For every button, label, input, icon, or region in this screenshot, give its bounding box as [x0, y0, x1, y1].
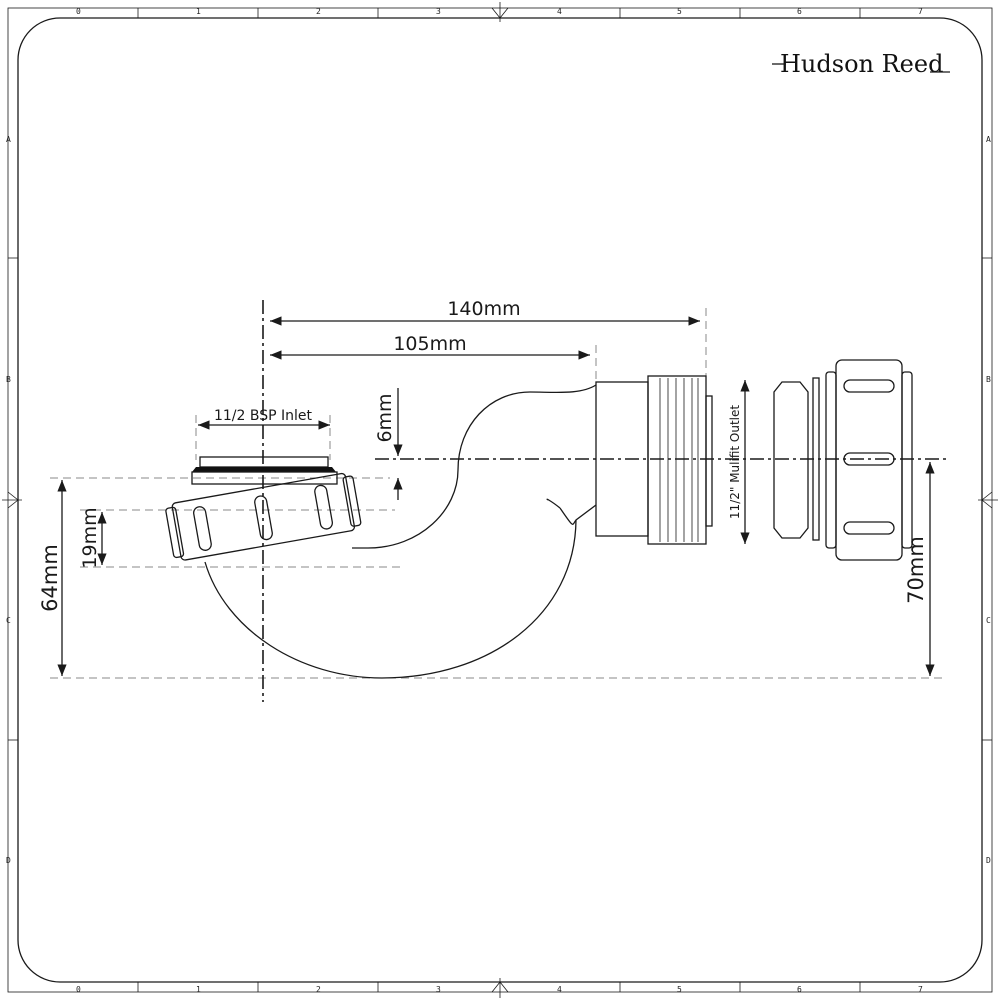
- outlet-nut: [825, 359, 913, 561]
- ruler-col: 0: [76, 985, 81, 994]
- inlet-nut: [171, 472, 356, 561]
- ruler-col: 2: [316, 7, 321, 16]
- ruler-col: 5: [677, 7, 682, 16]
- ruler-col: 6: [797, 985, 802, 994]
- ruler-col: 3: [436, 985, 441, 994]
- ruler-col: 0: [76, 7, 81, 16]
- outlet-washer: [773, 381, 809, 539]
- ruler-col: 4: [557, 7, 562, 16]
- dim-outlet-depth: 70mm: [904, 536, 928, 604]
- ruler-bottom: 0 1 2 3 4 5 6 7: [76, 985, 923, 994]
- ruler-left: A B C D: [6, 135, 11, 865]
- ruler-col: 6: [797, 7, 802, 16]
- ruler-col: 4: [557, 985, 562, 994]
- ruler-row: B: [986, 375, 991, 384]
- dim-overall-length: 140mm: [447, 298, 520, 320]
- ruler-col: 7: [918, 7, 923, 16]
- ruler-top: 0 1 2 3 4 5 6 7: [76, 7, 923, 16]
- ruler-row: A: [6, 135, 11, 144]
- ruler-col: 3: [436, 7, 441, 16]
- ruler-col: 7: [918, 985, 923, 994]
- thread-lines: [659, 378, 699, 542]
- brand-logo: Hudson Reed: [772, 50, 950, 78]
- ruler-row: C: [986, 616, 991, 625]
- outlet-ring: [812, 377, 820, 541]
- inlet-seal: [192, 467, 336, 472]
- dim-outlet-length: 105mm: [393, 333, 466, 355]
- trap-body: [204, 384, 597, 679]
- inlet-assembly: [165, 456, 362, 561]
- outlet-assembly: [595, 359, 913, 561]
- dim-inlet-height: 19mm: [79, 507, 101, 568]
- ruler-col: 1: [196, 7, 201, 16]
- ruler-row: C: [6, 616, 11, 625]
- ruler-row: B: [6, 375, 11, 384]
- ruler-col: 2: [316, 985, 321, 994]
- dimension-lines: [57, 316, 935, 676]
- reference-lines: [50, 308, 945, 679]
- ruler-col: 5: [677, 985, 682, 994]
- ruler-row: D: [6, 856, 11, 865]
- ruler-right: A B C D: [986, 135, 991, 865]
- ruler-col: 1: [196, 985, 201, 994]
- outlet-thread: [647, 375, 707, 545]
- label-outlet: 11/2" Mulifit Outlet: [728, 405, 742, 519]
- inlet-washer: [199, 456, 329, 468]
- dim-inlet-depth: 64mm: [38, 544, 62, 612]
- ruler-row: D: [986, 856, 991, 865]
- brand-name: Hudson Reed: [780, 50, 943, 78]
- label-inlet: 11/2 BSP Inlet: [214, 408, 313, 424]
- dim-offset: 6mm: [374, 393, 396, 442]
- ruler-row: A: [986, 135, 991, 144]
